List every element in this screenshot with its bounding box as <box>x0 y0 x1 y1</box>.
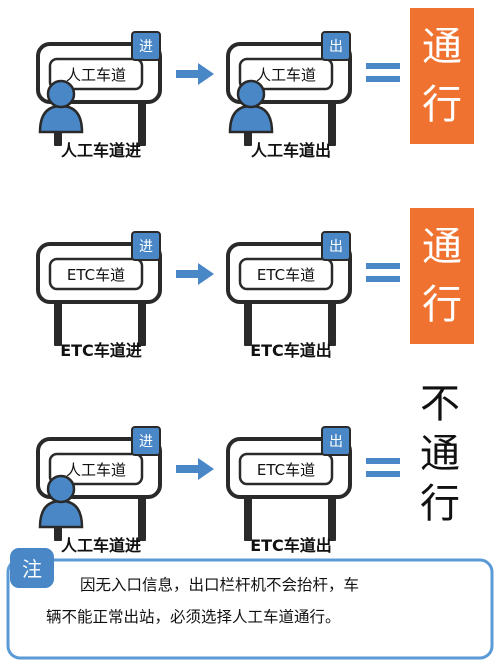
result-char: 通 <box>422 24 462 70</box>
note-frame <box>6 558 494 660</box>
lane-badge-text: 出 <box>329 39 343 55</box>
lane-badge <box>321 426 351 456</box>
gate-post-right <box>328 491 336 541</box>
sign-board <box>238 57 334 91</box>
person-body <box>38 499 84 529</box>
result-char: 行 <box>420 481 460 527</box>
right-arrow-icon <box>176 263 214 285</box>
gate-post-left <box>244 491 252 541</box>
sign-text: 人工车道 <box>66 66 126 84</box>
equals-icon <box>366 458 400 477</box>
gate-caption: 人工车道出 <box>251 141 331 160</box>
gate-post-left <box>54 296 62 346</box>
gate-post-right <box>138 296 146 346</box>
gate-caption: 人工车道进 <box>61 536 141 555</box>
lane-badge-text: 出 <box>329 434 343 450</box>
lane-badge-text: 进 <box>139 434 153 450</box>
lane-badge-text: 出 <box>329 239 343 255</box>
person-icon <box>38 79 84 134</box>
gate-post-left <box>244 296 252 346</box>
result-char: 行 <box>422 282 462 328</box>
result-char: 通 <box>422 224 462 270</box>
gate-post-right <box>138 96 146 146</box>
sign-board <box>48 57 144 91</box>
result-box <box>410 8 474 144</box>
equals-bar-top <box>366 263 400 269</box>
note-line: 因无入口信息，出口栏杆机不会抬杆，车 <box>80 576 359 594</box>
sign-text: 人工车道 <box>256 66 316 84</box>
result-char: 通 <box>420 431 460 477</box>
sign-text: ETC车道 <box>257 266 315 284</box>
lane-badge <box>321 31 351 61</box>
result-char: 不 <box>420 381 460 427</box>
person-body <box>228 104 274 134</box>
note-badge <box>10 548 54 588</box>
person-head <box>46 79 76 109</box>
person-icon <box>38 474 84 529</box>
gate-caption: ETC车道进 <box>60 341 142 360</box>
equals-icon <box>366 63 400 82</box>
note-line: 辆不能正常出站，必须选择人工车道通行。 <box>46 608 341 626</box>
gate-caption: 人工车道进 <box>61 141 141 160</box>
person-head <box>46 474 76 504</box>
sign-board <box>48 257 144 291</box>
equals-bar-bottom <box>366 276 400 282</box>
note-badge-text: 注 <box>22 557 42 581</box>
equals-bar-bottom <box>366 76 400 82</box>
lane-badge <box>321 231 351 261</box>
gate-post-right <box>328 96 336 146</box>
right-arrow-icon <box>176 458 214 480</box>
lane-badge <box>131 231 161 261</box>
right-arrow-icon <box>176 63 214 85</box>
equals-bar-top <box>366 63 400 69</box>
result-char: 行 <box>422 82 462 128</box>
sign-text: ETC车道 <box>67 266 125 284</box>
lane-badge-text: 进 <box>139 39 153 55</box>
equals-bar-bottom <box>366 471 400 477</box>
equals-icon <box>366 263 400 282</box>
lane-badge <box>131 31 161 61</box>
equals-bar-top <box>366 458 400 464</box>
sign-board <box>238 452 334 486</box>
gate-caption: ETC车道出 <box>250 341 332 360</box>
gate-post-right <box>138 491 146 541</box>
result-box <box>410 208 474 344</box>
gate-post-right <box>328 296 336 346</box>
sign-board <box>238 257 334 291</box>
lane-badge-text: 进 <box>139 239 153 255</box>
person-icon <box>228 79 274 134</box>
gate-caption: ETC车道出 <box>250 536 332 555</box>
person-body <box>38 104 84 134</box>
sign-text: ETC车道 <box>257 461 315 479</box>
sign-board <box>48 452 144 486</box>
person-head <box>236 79 266 109</box>
lane-badge <box>131 426 161 456</box>
sign-text: 人工车道 <box>66 461 126 479</box>
